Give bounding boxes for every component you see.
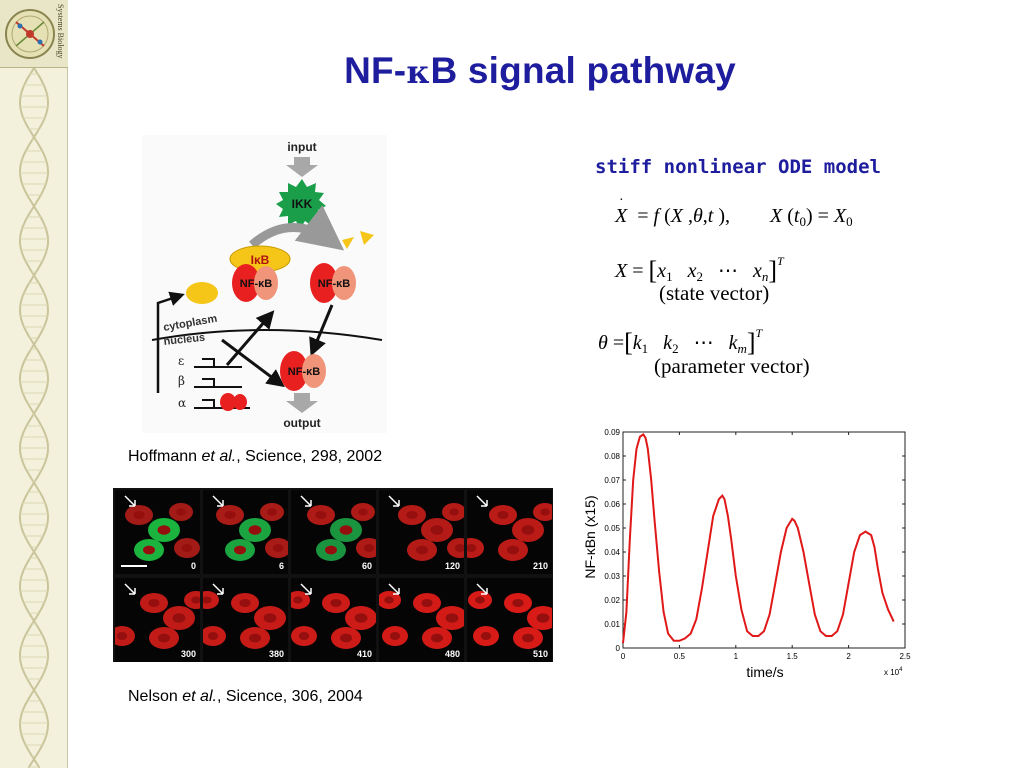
y-tick-label: 0.04 xyxy=(604,548,620,557)
panel-time-label: 300 xyxy=(180,649,196,659)
y-tick-label: 0.01 xyxy=(604,620,620,629)
input-label: input xyxy=(287,140,316,154)
nuclear-nfkb-label: NF-κB xyxy=(288,366,320,378)
logo-text: Systems Biology xyxy=(56,4,65,59)
panel-time-label: 410 xyxy=(356,649,372,659)
bound-nfkb xyxy=(220,393,236,411)
decorative-sidebar: Systems Biology xyxy=(0,0,68,768)
chart-ticks: 0 0.5 1 1.5 2 2.5 0 0.01 0.02 0.03 0.04 0.05 0.06 0.0… xyxy=(604,428,911,661)
systems-biology-logo: Systems Biology xyxy=(0,0,68,68)
micrograph-grid: 0 6 60 120 210 300 380 410 480 510 xyxy=(113,488,553,662)
output-arrow xyxy=(286,393,318,413)
cytoplasm-label: cytoplasm xyxy=(162,313,218,334)
free-ikb-node xyxy=(186,282,218,304)
ode-equation: X· = f (X ,θ,t ), X (t0) = X0 xyxy=(615,193,853,229)
y-tick-label: 0.03 xyxy=(604,572,620,581)
gene-epsilon: ε xyxy=(178,354,184,368)
chart-x-multiplier: x 104 xyxy=(884,667,903,677)
micrograph-panel: 300 xyxy=(115,578,200,662)
panel-time-label: 0 xyxy=(190,561,196,571)
nfkb-subunit xyxy=(232,264,260,302)
y-tick-label: 0.05 xyxy=(604,524,620,533)
nuclear-membrane xyxy=(151,329,383,341)
slide-title: NF-κB signal pathway xyxy=(344,50,736,91)
degradation-arrow xyxy=(249,205,345,251)
x-tick-label: 2.5 xyxy=(899,652,911,661)
dna-helix-decoration xyxy=(18,68,50,768)
micrograph-panel: 6 xyxy=(203,490,288,574)
state-vector-note: (state vector) xyxy=(659,281,770,305)
synthesis-arrow xyxy=(156,291,185,393)
nfkb-subunit xyxy=(254,266,278,300)
y-tick-label: 0.07 xyxy=(604,476,620,485)
nuclear-nfkb-subunit xyxy=(302,354,326,388)
hoffmann-citation: Hoffmann et al., Science, 298, 2002 xyxy=(128,448,383,465)
bound-nfkb xyxy=(233,394,247,410)
x-tick-label: 0 xyxy=(621,652,626,661)
export-arrow xyxy=(225,310,275,366)
panel-time-label: 210 xyxy=(532,561,548,571)
panel-time-label: 60 xyxy=(361,561,372,571)
y-tick-label: 0.08 xyxy=(604,452,620,461)
x-tick-label: 1.5 xyxy=(787,652,799,661)
nfkb-oscillation-chart: 0 0.5 1 1.5 2 2.5 0 0.01 0.02 0.03 0.04 0.05 0.06 0.0… xyxy=(582,428,911,680)
y-tick-label: 0 xyxy=(616,644,621,653)
panel-time-label: 510 xyxy=(532,649,548,659)
state-vector-equation: X = [x1 x2 ⋯ xn]T xyxy=(615,254,784,285)
ikb-fragment xyxy=(342,237,354,249)
micrograph-panel: 210 xyxy=(467,490,552,574)
panel-time-label: 6 xyxy=(278,561,284,571)
panel-time-label: 380 xyxy=(268,649,284,659)
ikk-label: IKK xyxy=(292,197,313,211)
nfkb-series-line xyxy=(622,432,895,644)
micrograph-panel: 60 xyxy=(291,490,376,574)
import-arrow xyxy=(309,304,334,357)
panel-time-label: 120 xyxy=(444,561,460,571)
free-nfkb-subunit xyxy=(310,263,338,303)
parameter-vector-note: (parameter vector) xyxy=(654,354,810,378)
micrograph-panel: 510 xyxy=(467,578,552,662)
parameter-vector-equation: θ =[k1 k2 ⋯ km]T xyxy=(598,326,763,357)
x-tick-label: 0.5 xyxy=(674,652,686,661)
output-label: output xyxy=(283,416,320,430)
y-tick-label: 0.02 xyxy=(604,596,620,605)
micrograph-panel: 120 xyxy=(379,490,464,574)
micrograph-panel: 0 xyxy=(115,490,200,574)
micrograph-panel: 410 xyxy=(291,578,376,662)
free-nfkb-label: NF-κB xyxy=(318,278,350,290)
y-tick-label: 0.06 xyxy=(604,500,620,509)
input-arrow xyxy=(286,157,318,177)
gene-alpha: α xyxy=(178,396,186,410)
chart-frame xyxy=(622,431,906,649)
nucleus-label: nucleus xyxy=(163,332,206,348)
micrograph-panel: 380 xyxy=(203,578,288,662)
model-heading: stiff nonlinear ODE model xyxy=(595,156,881,178)
nuclear-nfkb-subunit xyxy=(280,351,308,391)
nfkb-label: NF-κB xyxy=(240,278,272,290)
chart-y-axis-label: NF-κBn (x15) xyxy=(582,495,598,578)
micrograph-panel: 480 xyxy=(379,578,464,662)
x-tick-label: 1 xyxy=(734,652,739,661)
x-tick-label: 2 xyxy=(846,652,851,661)
gene-beta: β xyxy=(178,374,185,388)
chart-axes xyxy=(622,431,906,649)
nelson-citation: Nelson et al., Sicence, 306, 2004 xyxy=(128,688,363,705)
nfkb-pathway-diagram: input IKK IκB NF-κB NF-κB cytoplasm nucl… xyxy=(142,135,387,433)
panel-time-label: 480 xyxy=(444,649,460,659)
ikb-label: IκB xyxy=(251,253,270,267)
y-tick-label: 0.09 xyxy=(604,428,620,437)
gene-promoters xyxy=(194,358,250,409)
ikb-fragment xyxy=(360,231,374,245)
chart-x-axis-label: time/s xyxy=(746,664,783,680)
transcription-arrow xyxy=(221,338,285,388)
free-nfkb-subunit xyxy=(332,266,356,300)
